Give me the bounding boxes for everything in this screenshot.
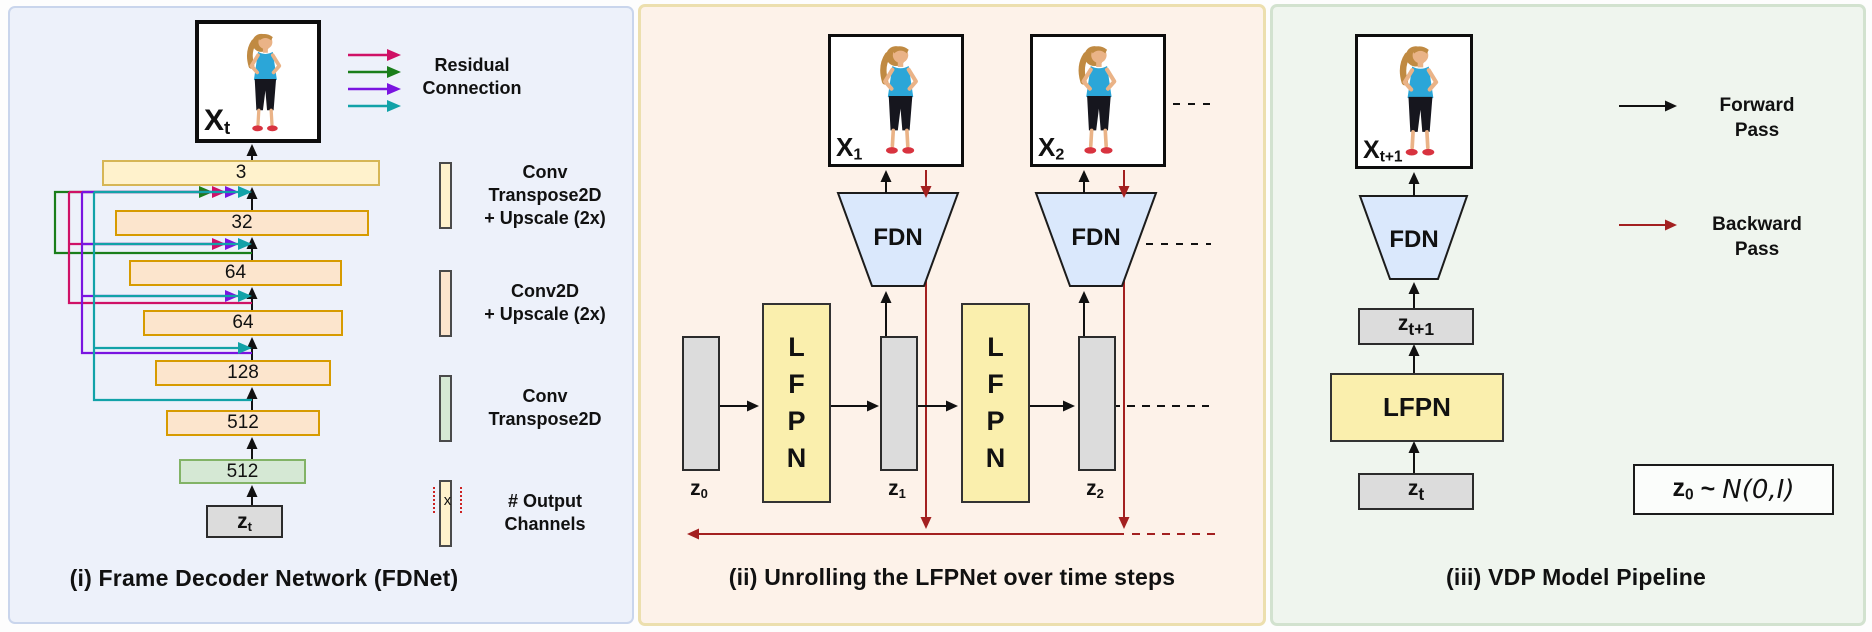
- lfpn-letter: F: [788, 369, 805, 399]
- caption-pipeline: (iii) VDP Model Pipeline: [1446, 564, 1706, 590]
- fdn-label: FDN: [1389, 226, 1439, 253]
- residual-pink-line: [67, 186, 252, 305]
- layer-row-conv3: 3: [102, 160, 380, 186]
- layer-row-zt: zt: [206, 505, 283, 538]
- z0-bar: [682, 336, 720, 471]
- lfpn-letter: N: [985, 443, 1006, 473]
- layer-row-conv512a: 512: [166, 410, 320, 436]
- frame-x2-label: X2: [1038, 132, 1065, 164]
- panel-unrolling: X1 X2 FDN FDN L F P N L F P N z0 z1 z2 (…: [638, 4, 1266, 626]
- layer-row-conv64a: 64: [129, 260, 342, 286]
- layer-row-conv128: 128: [155, 360, 331, 386]
- z-next-box: zt+1: [1358, 308, 1474, 345]
- caption-fdnet: (i) Frame Decoder Network (FDNet): [69, 565, 459, 591]
- z2-label: z2: [1086, 477, 1104, 501]
- lfpn-letter: L: [788, 332, 805, 362]
- frame-x1: X1: [828, 34, 964, 167]
- legend-convtranspose-bar-icon: [439, 375, 452, 442]
- frame-xt1: Xt+1: [1355, 34, 1473, 169]
- lfpn-letter: N: [786, 443, 807, 473]
- legend-conv2d-upscale-label: Conv2D+ Upscale (2x): [484, 281, 606, 324]
- lfpn-box: LFPN: [1330, 373, 1504, 442]
- legend-conv2d-upscale-bar-icon: [439, 270, 452, 337]
- lfpn-box-1: L F P N: [762, 303, 831, 503]
- frame-x1-label: X1: [836, 132, 863, 164]
- output-channels-x-icon: x: [433, 487, 462, 513]
- layer-row-conv64b: 64: [143, 310, 343, 336]
- frame-xt1-label: Xt+1: [1363, 136, 1403, 166]
- z0-label: z0: [690, 477, 708, 501]
- legend-residual-arrows-icon: [348, 49, 401, 112]
- lfpn-box-2: L F P N: [961, 303, 1030, 503]
- z2-bar: [1078, 336, 1116, 471]
- fdn-label-2: FDN: [1071, 224, 1121, 251]
- legend-pass-arrows: [1619, 100, 1677, 231]
- z0-prior-note-box: z0 ~ N(0,I): [1633, 464, 1834, 515]
- legend-convtranspose-upscale-bar-icon: [439, 162, 452, 229]
- frame-xt: Xt: [195, 20, 321, 143]
- lfpn-letter: F: [987, 369, 1004, 399]
- legend-output-channels-bar-icon: [439, 480, 452, 547]
- frame-x2: X2: [1030, 34, 1166, 167]
- layer-row-conv32: 32: [115, 210, 369, 236]
- z1-bar: [880, 336, 918, 471]
- caption-unrolling: (ii) Unrolling the LFPNet over time step…: [728, 564, 1176, 590]
- layer-row-conv512b: 512: [179, 459, 306, 484]
- frame-xt-label: Xt: [204, 104, 231, 139]
- lfpn-letter: P: [787, 406, 806, 436]
- z-t-box: zt: [1358, 473, 1474, 510]
- lfpn-letter: P: [986, 406, 1005, 436]
- lfpn-letter: L: [987, 332, 1004, 362]
- backward-entry-arrows: [920, 170, 1130, 198]
- fdn-label-1: FDN: [873, 224, 923, 251]
- z1-label: z1: [888, 477, 906, 501]
